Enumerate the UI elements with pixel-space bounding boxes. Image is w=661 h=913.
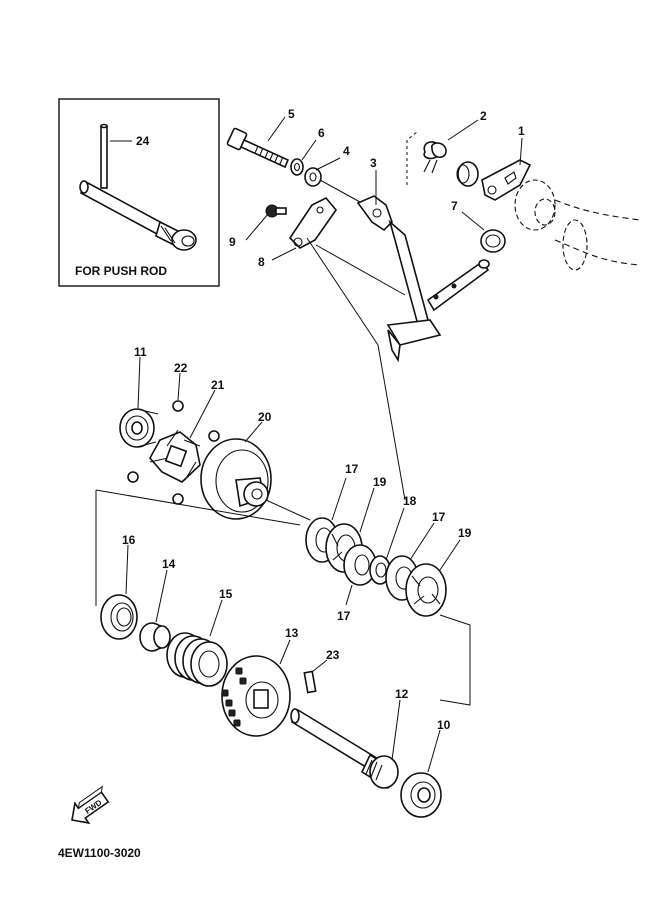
part-7-oil-seal (480, 229, 506, 253)
callout-9: 9 (229, 235, 236, 249)
part-11-bearing (119, 408, 159, 448)
part-4-washer (304, 167, 322, 187)
push-rod (79, 180, 197, 251)
callout-22: 22 (174, 361, 188, 375)
part-12-kick-axle (290, 708, 399, 790)
callout-15: 15 (219, 587, 233, 601)
callout-19b: 19 (458, 526, 472, 540)
callout-19a: 19 (373, 475, 387, 489)
part-13-kick-gear (221, 655, 291, 737)
shift-drum-ghost (514, 179, 641, 271)
part-15-kick-spring (166, 632, 228, 687)
callout-7: 7 (451, 199, 458, 213)
part-2-spring (423, 141, 447, 174)
callout-13: 13 (285, 626, 299, 640)
callout-1: 1 (518, 124, 525, 138)
callout-21: 21 (211, 378, 225, 392)
callout-6: 6 (318, 126, 325, 140)
part-19-ratchet-b (405, 563, 447, 617)
callout-17c: 17 (432, 510, 446, 524)
callout-17b: 17 (337, 609, 351, 623)
leader-lines (110, 116, 523, 773)
part-16-oil-seal (100, 594, 138, 640)
part-10-bearing (400, 772, 442, 818)
part-1-shift-arm (481, 159, 532, 201)
part-23-pin (303, 670, 317, 694)
part-5-bolt (226, 127, 290, 169)
part-2-collar (456, 161, 479, 187)
callout-11: 11 (134, 345, 147, 359)
callout-14: 14 (162, 557, 176, 571)
callout-24: 24 (136, 134, 150, 148)
callout-2: 2 (480, 109, 487, 123)
part-9-screw (265, 204, 287, 218)
drawing-code: 4EW1100-3020 (58, 846, 141, 860)
callout-8: 8 (258, 255, 265, 269)
part-24-pin (100, 123, 108, 189)
push-rod-inset: FOR PUSH ROD (58, 98, 220, 287)
callout-18: 18 (403, 494, 417, 508)
callout-20: 20 (258, 410, 272, 424)
part-14-collar (139, 622, 171, 652)
part-6-washer (290, 158, 304, 176)
callout-4: 4 (343, 144, 350, 158)
part-21-cross (149, 429, 201, 483)
part-20-drive-plate (200, 438, 272, 520)
inset-title: FOR PUSH ROD (75, 264, 167, 278)
callout-3: 3 (370, 156, 377, 170)
forward-arrow-icon: FWD (71, 785, 110, 825)
callout-12: 12 (395, 687, 409, 701)
callout-5: 5 (288, 107, 295, 121)
part-8-stopper-lever (288, 197, 338, 249)
callout-labels: 24 5 6 4 3 2 1 7 9 8 11 22 21 20 17 19 1… (122, 107, 525, 732)
part-3-shift-lever (356, 195, 490, 363)
callout-17a: 17 (345, 462, 359, 476)
callout-10: 10 (437, 718, 451, 732)
callout-16: 16 (122, 533, 136, 547)
callout-23: 23 (326, 648, 340, 662)
part-22-balls (127, 400, 220, 505)
